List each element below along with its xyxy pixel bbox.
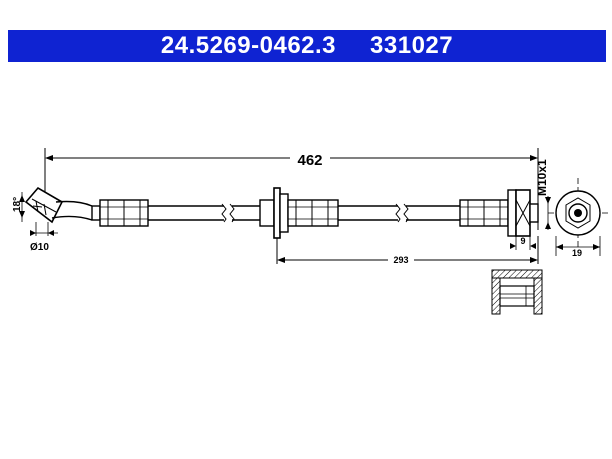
diameter-label: Ø10 [30,242,49,253]
angle-label: 18° [12,197,23,212]
ferrule-right [459,189,539,237]
hose-segment-2 [338,203,460,223]
title-bar: 24.5269-0462.3 331027 [8,30,606,62]
bracket-fitting [259,187,339,264]
nut-width-label: 9 [520,236,525,246]
part-number: 24.5269-0462.3 [160,32,337,59]
thread-label: M10x1 [535,159,549,196]
section-detail [491,269,543,315]
ferrule-left [91,199,149,227]
reference-number: 331027 [370,32,454,59]
dim-total-length: 462 [44,148,539,230]
hex-size-label: 19 [572,248,582,258]
partial-length-label: 293 [393,255,408,265]
dim-nut-width: 9 [510,236,536,250]
total-length-label: 462 [297,152,322,169]
dim-partial-length: 293 [277,236,539,265]
angled-end-fitting: 18° Ø10 [12,186,93,253]
hex-end-view: 19 [548,178,608,258]
hose-segment-1 [148,203,260,223]
